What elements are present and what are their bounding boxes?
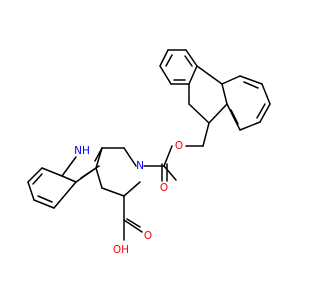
acid-hydroxyl-label: OH: [113, 244, 129, 256]
chemical-structure: NH N O O O OH: [27, 49, 271, 256]
acid-oxygen-label: O: [144, 230, 152, 242]
amide-nitrogen-label: N: [136, 160, 144, 172]
ester-oxygen-label: O: [175, 140, 183, 152]
carbamate-oxygen-label: O: [160, 182, 168, 194]
bond-lines: [27, 49, 271, 241]
atom-labels: NH N O O O OH: [74, 140, 183, 256]
indole-nh-label: NH: [74, 145, 90, 157]
